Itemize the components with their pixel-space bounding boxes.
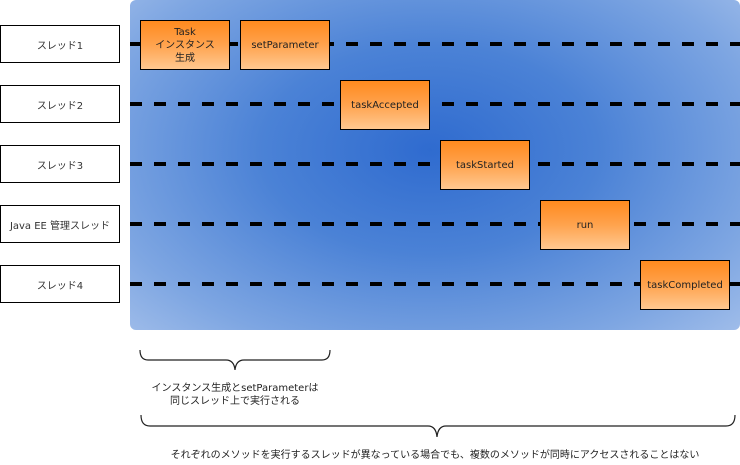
thread-label-4: スレッド4 [0, 265, 120, 303]
method-setparameter: setParameter [240, 20, 330, 70]
method-run: run [540, 200, 630, 250]
method-taskstarted: taskStarted [440, 140, 530, 190]
caption-no-concurrent-access: それぞれのメソッドを実行するスレッドが異なっている場合でも、複数のメソッドが同時… [170, 450, 700, 461]
thread-label-1: スレッド1 [0, 25, 120, 63]
thread-label-2: スレッド2 [0, 85, 120, 123]
method-taskaccepted: taskAccepted [340, 80, 430, 130]
thread-3-timeline [130, 162, 740, 166]
thread-1-timeline [130, 42, 740, 46]
thread-label-javaee: Java EE 管理スレッド [0, 205, 120, 243]
method-task-instance-creation: Task インスタンス 生成 [140, 20, 230, 70]
brace-all-methods [140, 414, 736, 438]
javaee-thread-timeline [130, 222, 740, 226]
brace-same-thread [139, 349, 331, 371]
thread-label-3: スレッド3 [0, 145, 120, 183]
thread-4-timeline [130, 282, 740, 286]
method-taskcompleted: taskCompleted [640, 260, 730, 310]
thread-2-timeline [130, 102, 740, 106]
caption-same-thread: インスタンス生成とsetParameterは 同じスレッド上で実行される [151, 383, 319, 407]
